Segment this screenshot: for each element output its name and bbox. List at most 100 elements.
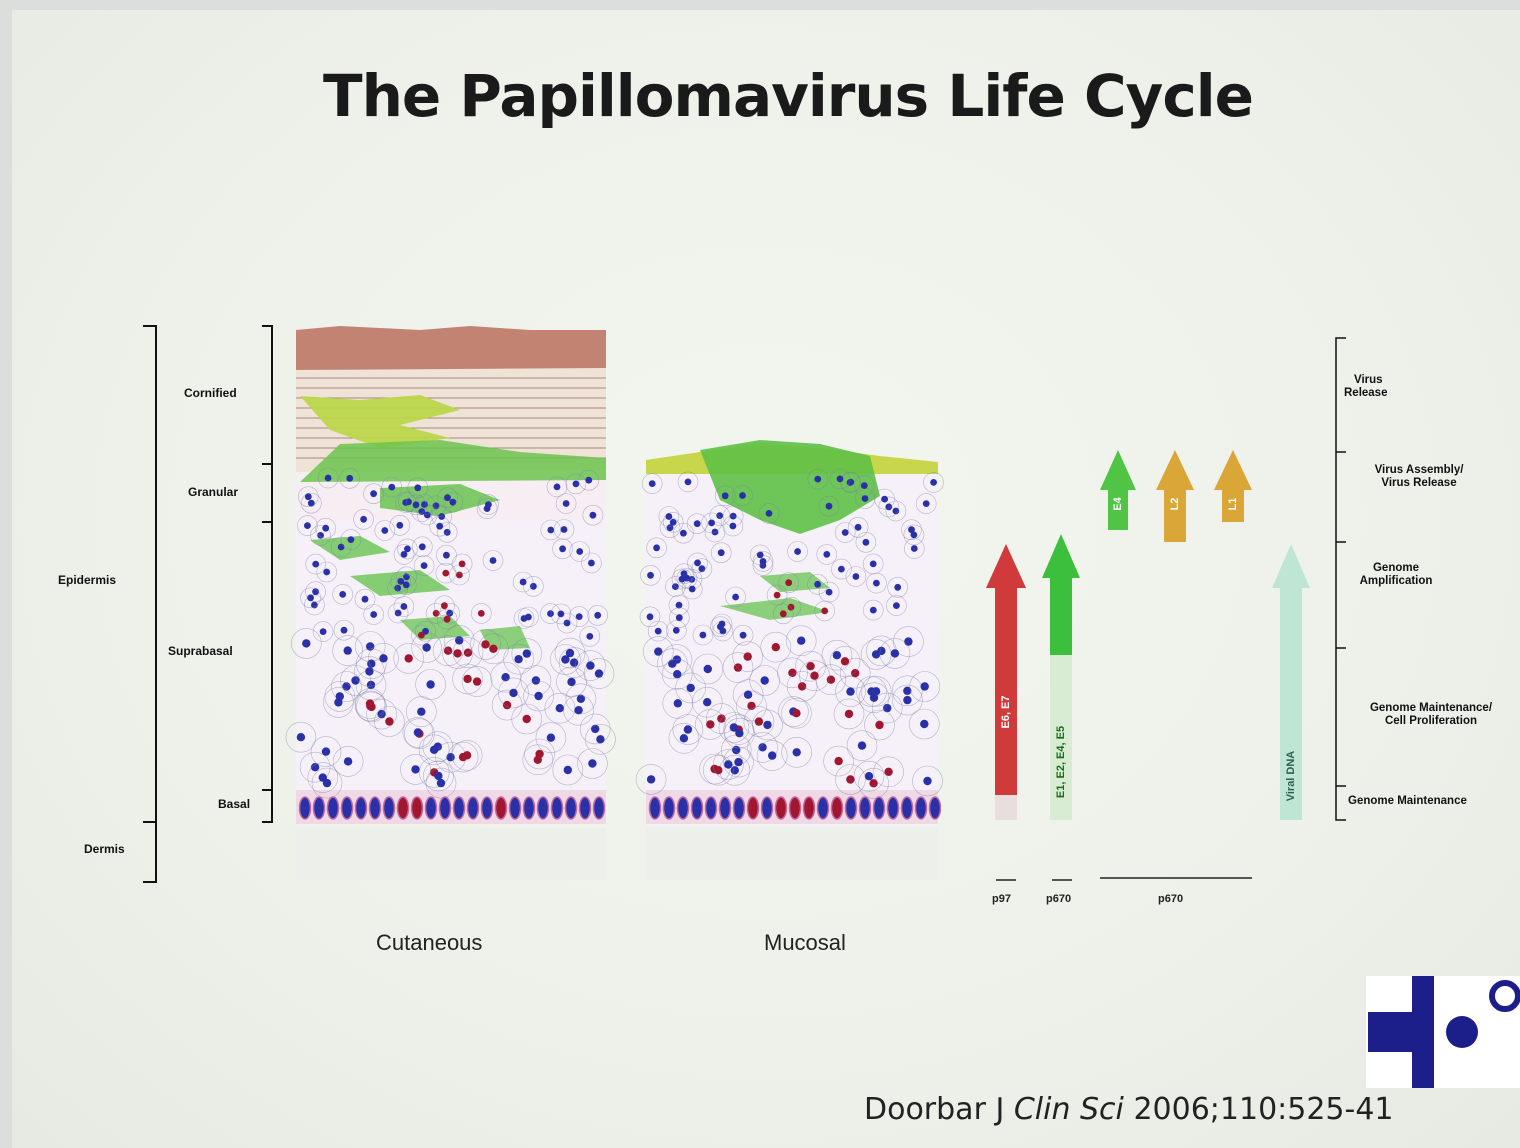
cell-nucleus	[585, 477, 592, 484]
stage-virus-release-line2: Release	[1344, 387, 1424, 400]
cell-nucleus	[681, 570, 688, 577]
cell-nucleus	[806, 662, 814, 670]
cell-nucleus	[381, 527, 388, 534]
cell-nucleus	[344, 646, 352, 654]
cell-nucleus	[893, 602, 900, 609]
cell-nucleus	[772, 643, 780, 651]
cell-nucleus	[766, 510, 773, 517]
cell-nucleus	[311, 602, 318, 609]
promoter-lines	[996, 878, 1252, 880]
cell-nucleus	[851, 669, 859, 677]
cell-nucleus	[881, 496, 888, 503]
cell-nucleus	[561, 526, 568, 533]
cell-nucleus	[322, 525, 329, 532]
basal-cell	[874, 797, 885, 819]
cell-nucleus	[700, 632, 707, 639]
cell-nucleus	[489, 645, 497, 653]
cell-nucleus	[684, 725, 692, 733]
promoter-p670-late: p670	[1158, 893, 1183, 905]
stage-virus-release: Virus Release	[1344, 374, 1424, 400]
cell-nucleus	[534, 692, 542, 700]
basal-cell	[888, 797, 899, 819]
cell-nucleus	[732, 594, 739, 601]
cell-nucleus	[424, 512, 431, 519]
cell-nucleus	[554, 484, 561, 491]
cell-nucleus	[463, 675, 471, 683]
citation-ref: 2006;110:525-41	[1133, 1092, 1393, 1127]
cell-nucleus	[841, 657, 849, 665]
cell-nucleus	[884, 768, 892, 776]
cell-nucleus	[563, 500, 570, 507]
basal-cell	[790, 797, 801, 819]
cell-nucleus	[360, 516, 367, 523]
basal-cell	[552, 797, 563, 819]
cell-nucleus	[319, 773, 327, 781]
cell-nucleus	[834, 757, 842, 765]
cell-nucleus	[673, 627, 680, 634]
cell-nucleus	[903, 696, 911, 704]
cell-nucleus	[716, 512, 723, 519]
cell-nucleus	[308, 500, 315, 507]
cell-nucleus	[414, 484, 421, 491]
cell-nucleus	[401, 603, 408, 610]
cell-nucleus	[647, 613, 654, 620]
cell-nucleus	[446, 753, 454, 761]
basal-cell	[650, 797, 661, 819]
label-epidermis: Epidermis	[58, 573, 116, 587]
basal-cell	[412, 797, 423, 819]
cell-nucleus	[436, 523, 443, 530]
cell-nucleus	[596, 735, 604, 743]
cell-nucleus	[821, 608, 828, 615]
cell-nucleus	[366, 699, 374, 707]
cell-nucleus	[710, 765, 718, 773]
cell-nucleus	[521, 615, 528, 622]
basal-cell	[678, 797, 689, 819]
basal-cell	[762, 797, 773, 819]
cell-nucleus	[655, 628, 662, 635]
epidermis-bracket	[143, 326, 156, 822]
cell-nucleus	[304, 522, 311, 529]
cell-nucleus	[297, 733, 305, 741]
cell-nucleus	[760, 558, 767, 565]
label-basal: Basal	[218, 797, 250, 811]
cell-nucleus	[362, 596, 369, 603]
stage-genome-amplification-line2: Amplification	[1344, 575, 1448, 588]
cell-nucleus	[401, 551, 408, 558]
cell-nucleus	[591, 725, 599, 733]
cell-nucleus	[872, 687, 880, 695]
cell-nucleus	[323, 569, 330, 576]
cell-nucleus	[863, 539, 870, 546]
stage-genome-amplification-line1: Genome	[1344, 562, 1448, 575]
cell-nucleus	[413, 501, 420, 508]
cell-nucleus	[846, 775, 854, 783]
cell-nucleus	[564, 766, 572, 774]
dermis-bracket	[143, 822, 156, 882]
basal-cell	[692, 797, 703, 819]
cell-nucleus	[509, 689, 517, 697]
basal-cell	[930, 797, 941, 819]
cell-nucleus	[444, 494, 451, 501]
cell-nucleus	[307, 594, 314, 601]
cell-nucleus	[339, 591, 346, 598]
cell-nucleus	[463, 751, 471, 759]
cell-nucleus	[846, 687, 854, 695]
basal-cell	[664, 797, 675, 819]
cell-nucleus	[706, 720, 714, 728]
citation-author: Doorbar J	[864, 1092, 1004, 1127]
cell-nucleus	[534, 756, 542, 764]
cell-nucleus	[450, 499, 457, 506]
basal-cell	[398, 797, 409, 819]
cell-nucleus	[532, 676, 540, 684]
cell-nucleus	[346, 475, 353, 482]
gene-label-l1: L1	[1227, 489, 1239, 519]
citation: Doorbar J Clin Sci 2006;110:525-41	[864, 1092, 1394, 1127]
cell-nucleus	[441, 602, 448, 609]
cell-nucleus	[547, 610, 554, 617]
cell-nucleus	[395, 610, 402, 617]
basal-cell	[916, 797, 927, 819]
cell-nucleus	[875, 721, 883, 729]
cell-nucleus	[418, 632, 425, 639]
cell-nucleus	[473, 677, 481, 685]
cell-nucleus	[484, 505, 491, 512]
